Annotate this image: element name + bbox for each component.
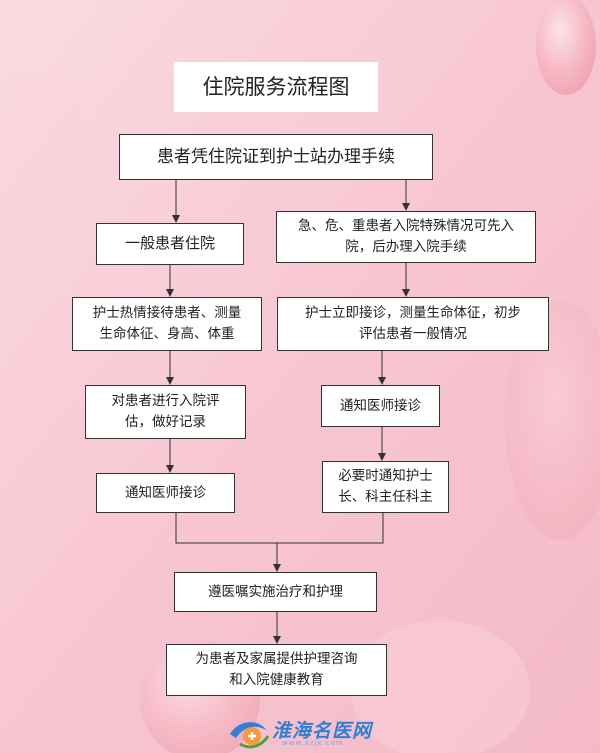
step-start: 患者凭住院证到护士站办理手续: [119, 134, 433, 180]
step-notify-head-nurse: 必要时通知护士 长、科主任科主: [322, 461, 449, 513]
step-nurse-reception-line2: 生命体征、身高、体重: [99, 326, 235, 342]
step-notify-doctor-right: 通知医师接诊: [321, 385, 440, 427]
title-text: 住院服务流程图: [202, 74, 350, 99]
step-immediate-reception-line1: 护士立即接诊，测量生命体征，初步: [305, 305, 521, 322]
step-emergency-admission: 急、危、重患者入院特殊情况可先入 院，后办理入院手续: [276, 211, 536, 263]
step-health-education-line2: 和入院健康教育: [229, 672, 324, 688]
step-treatment: 遵医嘱实施治疗和护理: [174, 572, 377, 612]
step-treatment-text: 遵医嘱实施治疗和护理: [208, 583, 343, 600]
step-notify-doctor-left: 通知医师接诊: [96, 473, 235, 513]
step-notify-doctor-right-text: 通知医师接诊: [340, 397, 421, 414]
step-admission-assessment-line2: 估，做好记录: [125, 414, 206, 430]
step-emergency-line2: 院，后办理入院手续: [345, 239, 467, 255]
step-nurse-reception-line1: 护士热情接待患者、测量: [92, 305, 242, 322]
step-start-text: 患者凭住院证到护士站办理手续: [157, 146, 395, 167]
step-health-education: 为患者及家属提供护理咨询 和入院健康教育: [166, 644, 387, 696]
watermark-logo-icon: [230, 722, 270, 749]
step-emergency-line1: 急、危、重患者入院特殊情况可先入: [298, 218, 514, 235]
step-notify-head-nurse-line2: 长、科主任科主: [338, 489, 433, 505]
page-title: 住院服务流程图: [174, 62, 378, 112]
step-notify-head-nurse-line1: 必要时通知护士: [338, 468, 433, 485]
step-general-admission-text: 一般患者住院: [124, 234, 215, 253]
step-admission-assessment: 对患者进行入院评 估，做好记录: [85, 385, 246, 439]
step-immediate-reception-line2: 评估患者一般情况: [359, 326, 467, 342]
step-health-education-line1: 为患者及家属提供护理咨询: [195, 651, 358, 668]
watermark-site-name: 淮海名医网: [272, 720, 373, 742]
step-admission-assessment-line1: 对患者进行入院评: [111, 393, 220, 410]
watermark-site-url: www.xzjk.com: [282, 739, 344, 747]
step-nurse-reception: 护士热情接待患者、测量 生命体征、身高、体重: [72, 297, 262, 351]
step-general-admission: 一般患者住院: [96, 223, 244, 265]
step-immediate-reception: 护士立即接诊，测量生命体征，初步 评估患者一般情况: [277, 297, 549, 351]
step-notify-doctor-left-text: 通知医师接诊: [125, 484, 206, 501]
